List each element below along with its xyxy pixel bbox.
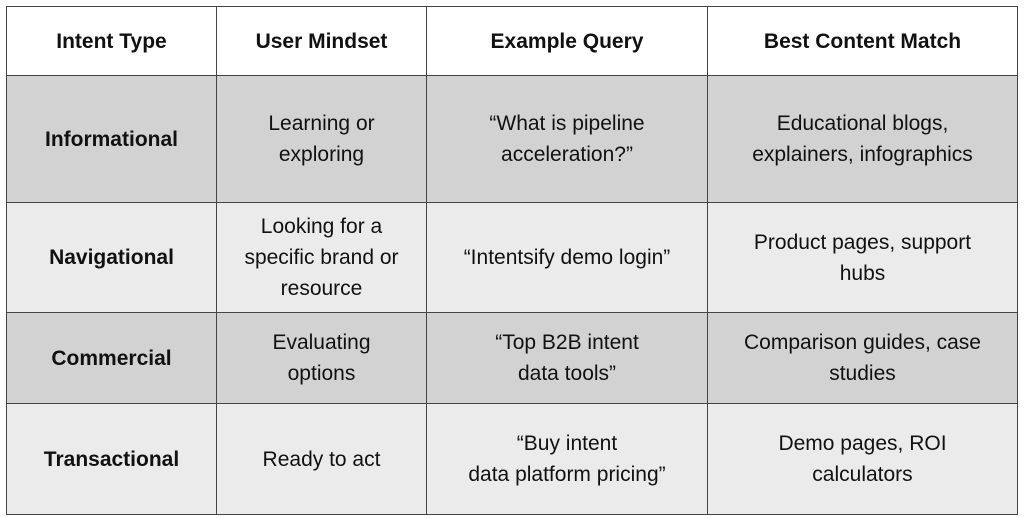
table-row-informational: Informational Learning or exploring “Wha… — [6, 75, 1018, 203]
table-row-transactional: Transactional Ready to act “Buy intent d… — [6, 403, 1018, 515]
column-header-user-mindset: User Mindset — [216, 6, 427, 76]
user-mindset-cell: Evaluating options — [216, 312, 427, 404]
example-query-cell: “What is pipeline acceleration?” — [426, 75, 708, 203]
user-mindset-cell: Looking for a specific brand or resource — [216, 202, 427, 313]
intent-type-cell: Informational — [6, 75, 217, 203]
user-mindset-cell: Learning or exploring — [216, 75, 427, 203]
table-row-navigational: Navigational Looking for a specific bran… — [6, 202, 1018, 313]
intent-table-container: Intent Type User Mindset Example Query B… — [6, 6, 1018, 515]
intent-type-cell: Transactional — [6, 403, 217, 515]
table-row-commercial: Commercial Evaluating options “Top B2B i… — [6, 312, 1018, 404]
content-match-cell: Demo pages, ROI calculators — [707, 403, 1018, 515]
column-header-example-query: Example Query — [426, 6, 708, 76]
column-header-best-content-match: Best Content Match — [707, 6, 1018, 76]
content-match-cell: Educational blogs, explainers, infograph… — [707, 75, 1018, 203]
content-match-cell: Product pages, support hubs — [707, 202, 1018, 313]
intent-type-cell: Commercial — [6, 312, 217, 404]
search-intent-table: Intent Type User Mindset Example Query B… — [6, 6, 1018, 515]
content-match-cell: Comparison guides, case studies — [707, 312, 1018, 404]
example-query-cell: “Top B2B intent data tools” — [426, 312, 708, 404]
intent-type-cell: Navigational — [6, 202, 217, 313]
example-query-cell: “Intentsify demo login” — [426, 202, 708, 313]
table-header-row: Intent Type User Mindset Example Query B… — [6, 6, 1018, 76]
column-header-intent-type: Intent Type — [6, 6, 217, 76]
example-query-cell: “Buy intent data platform pricing” — [426, 403, 708, 515]
user-mindset-cell: Ready to act — [216, 403, 427, 515]
